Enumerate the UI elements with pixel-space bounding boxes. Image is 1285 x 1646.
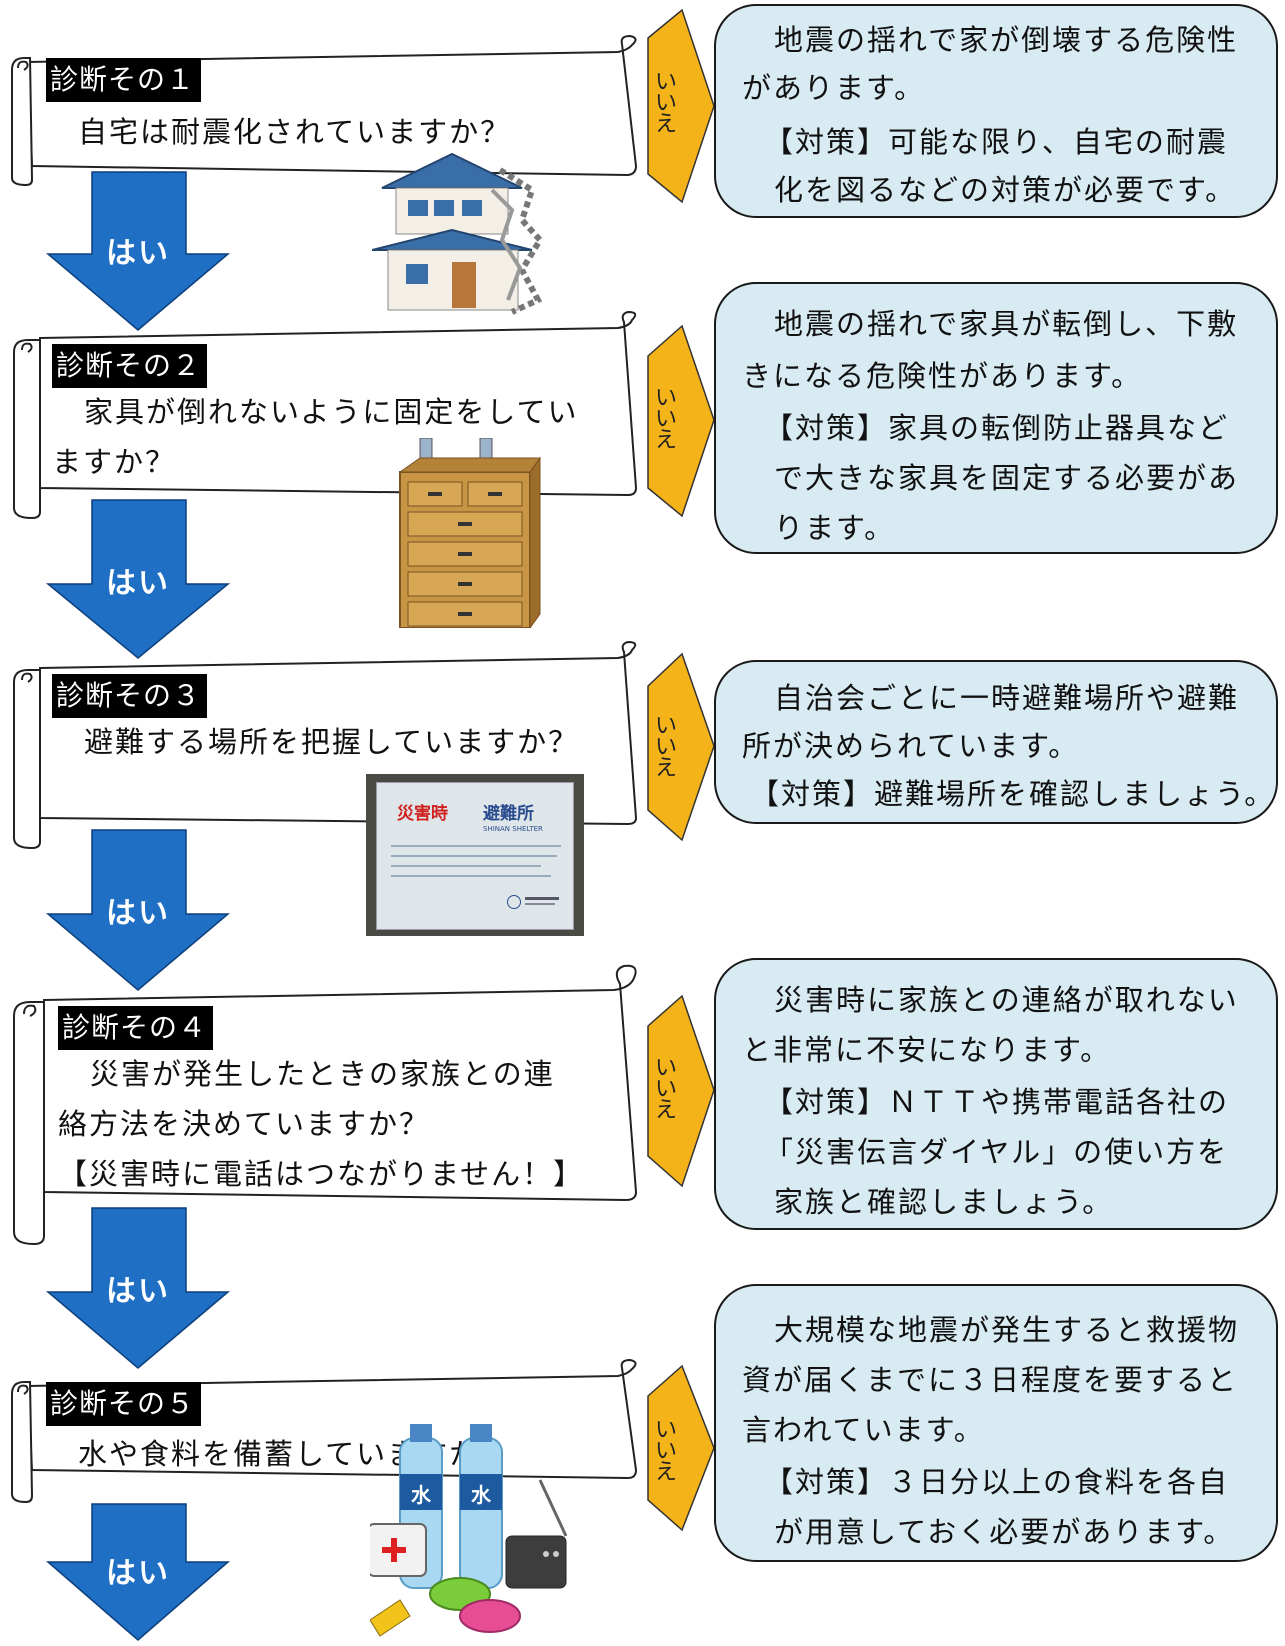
sign-subtitle: SHINAN SHELTER [483, 825, 543, 833]
question-4-line-3: 【災害時に電話はつながりません！】 [58, 1157, 585, 1191]
yes-arrow-1 [45, 171, 231, 331]
yes-arrow-2 [45, 499, 231, 659]
answer-1-line-4: 化を図るなどの対策が必要です。 [774, 173, 1237, 207]
no-arrow-5 [647, 1364, 715, 1532]
answer-box-3: 自治会ごとに一時避難場所や避難 所が決められています。 【対策】避難場所を確認し… [714, 660, 1278, 824]
question-4-line-1: 災害が発生したときの家族との連 [90, 1057, 555, 1091]
answer-box-2: 地震の揺れで家具が転倒し、下敷 きになる危険性があります。 【対策】家具の転倒防… [714, 282, 1278, 554]
question-4-line-2: 絡方法を決めていますか？ [58, 1107, 431, 1141]
answer-1-line-3: 【対策】可能な限り、自宅の耐震 [764, 125, 1228, 159]
step-tag-4: 診断その４ [58, 1006, 214, 1050]
no-label-3: いいえ [654, 714, 677, 781]
step-tag-2: 診断その２ [52, 344, 208, 388]
answer-4-line-3: 【対策】ＮＴＴや携帯電話各社の [764, 1085, 1230, 1119]
answer-3-line-1: 自治会ごとに一時避難場所や避難 [774, 681, 1240, 715]
step-tag-5: 診断その５ [46, 1382, 202, 1426]
sign-title-1: 災害時 [397, 804, 448, 824]
yes-label-3: はい [106, 896, 170, 931]
water-bottle-label-2: 水 [471, 1483, 492, 1507]
yes-arrow-5 [45, 1503, 231, 1641]
question-2-line-1: 家具が倒れないように固定をしてい [84, 395, 579, 429]
answer-5-line-1: 大規模な地震が発生すると救援物 [774, 1313, 1240, 1347]
answer-5-line-3: 言われています。 [742, 1413, 985, 1447]
supplies-illustration: 水 水 [370, 1424, 568, 1637]
answer-2-line-1: 地震の揺れで家具が転倒し、下敷 [774, 307, 1239, 341]
no-label-1: いいえ [654, 70, 677, 137]
yes-label-4: はい [106, 1274, 170, 1309]
answer-5-line-5: が用意しておく必要があります。 [774, 1515, 1235, 1549]
answer-4-line-4: 「災害伝言ダイヤル」の使い方を [764, 1135, 1229, 1169]
answer-4-line-5: 家族と確認しましょう。 [774, 1185, 1114, 1219]
no-arrow-4 [647, 994, 715, 1188]
answer-2-line-2: きになる危険性があります。 [742, 359, 1143, 393]
answer-box-1: 地震の揺れで家が倒壊する危険性 があります。 【対策】可能な限り、自宅の耐震 化… [714, 4, 1278, 218]
answer-2-line-3: 【対策】家具の転倒防止器具など [764, 411, 1230, 445]
step-tag-3: 診断その３ [52, 674, 208, 718]
yes-arrow-3 [45, 829, 231, 991]
answer-2-line-5: ります。 [774, 511, 896, 545]
yes-label-5: はい [106, 1556, 170, 1591]
answer-5-line-4: 【対策】３日分以上の食料を各自 [764, 1465, 1230, 1499]
answer-4-line-2: と非常に不安になります。 [742, 1033, 1112, 1067]
answer-2-line-4: で大きな家具を固定する必要があ [774, 461, 1240, 495]
answer-5-line-2: 資が届くまでに３日程度を要すると [742, 1363, 1239, 1397]
answer-1-line-1: 地震の揺れで家が倒壊する危険性 [774, 23, 1239, 57]
house-illustration [372, 152, 544, 315]
answer-box-4: 災害時に家族との連絡が取れない と非常に不安になります。 【対策】ＮＴＴや携帯電… [714, 958, 1278, 1230]
no-label-4: いいえ [654, 1056, 677, 1123]
answer-4-line-1: 災害時に家族との連絡が取れない [774, 983, 1239, 1017]
answer-3-line-2: 所が決められています。 [742, 729, 1080, 763]
no-arrow-2 [647, 324, 715, 518]
yes-label-1: はい [106, 236, 170, 271]
yes-arrow-4 [45, 1207, 231, 1369]
water-bottle-label-1: 水 [411, 1483, 432, 1507]
no-label-2: いいえ [654, 386, 677, 453]
no-arrow-1 [647, 8, 715, 204]
furniture-illustration [398, 438, 541, 628]
answer-1-line-2: があります。 [742, 71, 926, 105]
shelter-sign-photo: 災害時 避難所 SHINAN SHELTER [366, 774, 584, 936]
question-1-line-1: 自宅は耐震化されていますか？ [78, 115, 512, 149]
sign-title-2: 避難所 [483, 804, 534, 824]
sign-panel: 災害時 避難所 SHINAN SHELTER [376, 782, 574, 930]
no-label-5: いいえ [654, 1418, 677, 1485]
question-3-line-1: 避難する場所を把握していますか？ [84, 725, 580, 759]
question-2-line-2: ますか？ [52, 445, 177, 479]
step-tag-1: 診断その１ [46, 58, 202, 102]
yes-label-2: はい [106, 566, 170, 601]
answer-3-line-3: 【対策】避難場所を確認しましょう。 [750, 777, 1276, 811]
answer-box-5: 大規模な地震が発生すると救援物 資が届くまでに３日程度を要すると 言われています… [714, 1284, 1278, 1562]
no-arrow-3 [647, 652, 715, 842]
